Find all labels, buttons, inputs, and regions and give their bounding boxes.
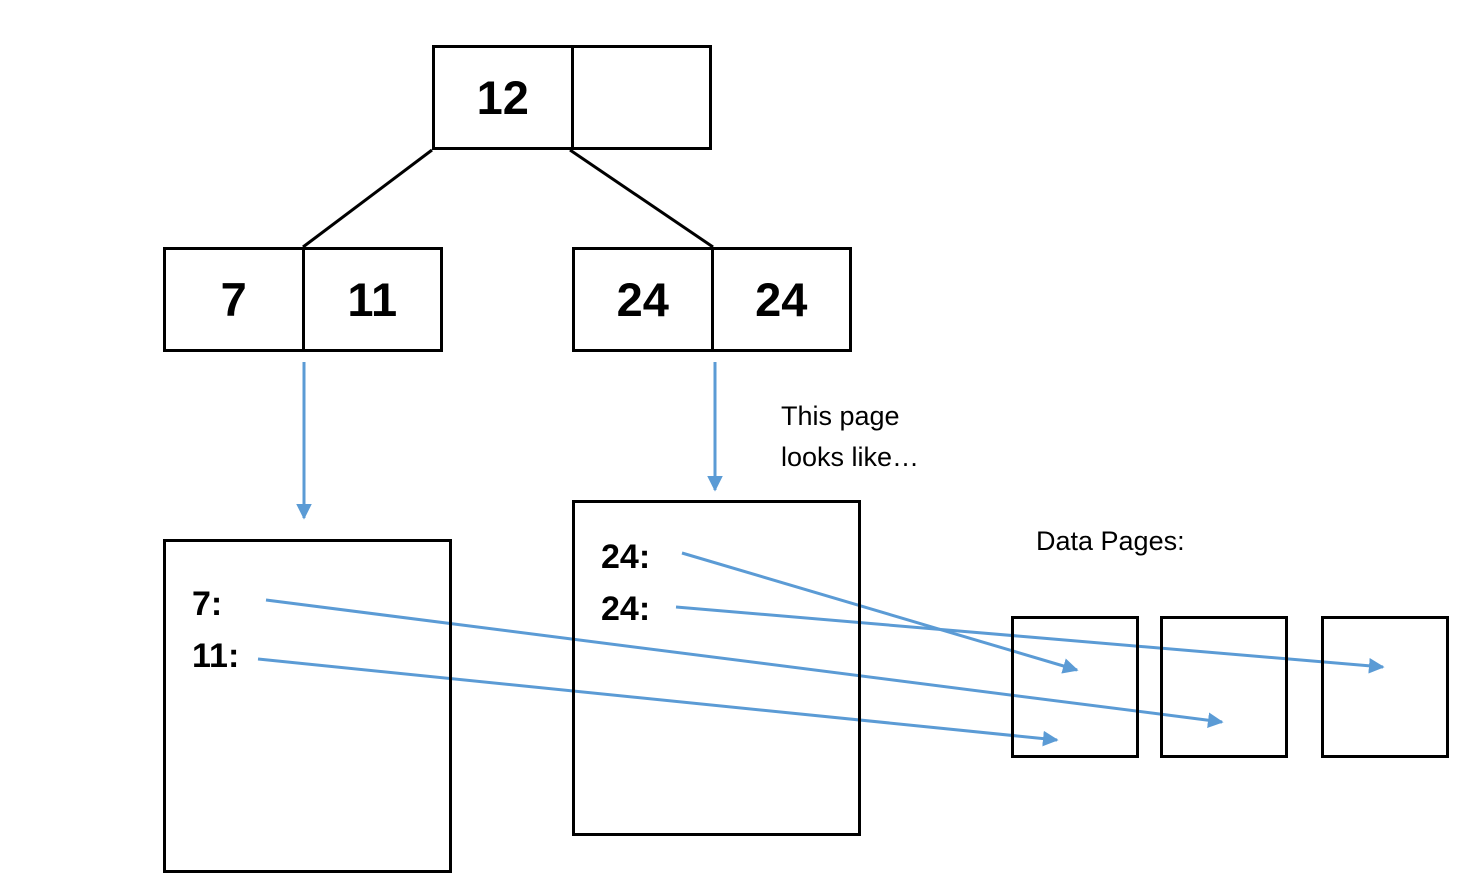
- data-page-3-content: [1324, 619, 1446, 755]
- arrow-entry-24b-to-data-page-3: [675, 605, 1385, 674]
- internal-node-right[interactable]: 24 24: [572, 247, 852, 352]
- leaf-entry-24-b[interactable]: 24:: [601, 590, 651, 628]
- internal-node-left-cell-0[interactable]: 7: [166, 250, 305, 349]
- leaf-entry-11[interactable]: 11:: [192, 637, 240, 675]
- internal-node-right-cell-1[interactable]: 24: [755, 273, 808, 326]
- arrow-entry-7-to-data-page-2: [265, 598, 1224, 728]
- annotation-this-page-looks-like: This page looks like…: [781, 401, 920, 472]
- tree-edge-root-right: [569, 148, 714, 249]
- tree-edge-root-left: [302, 148, 433, 249]
- data-page-1-content: [1014, 619, 1136, 755]
- internal-node-left[interactable]: 7 11: [163, 247, 443, 352]
- leaf-entry-24-a[interactable]: 24:: [601, 538, 651, 576]
- leaf-page-left[interactable]: [163, 539, 452, 873]
- leaf-page-left-entries: 7: 11:: [192, 578, 239, 682]
- internal-node-right-cell-0[interactable]: 24: [575, 250, 714, 349]
- data-page-3[interactable]: [1321, 616, 1449, 758]
- arrow-entry-11-to-data-page-1: [257, 657, 1059, 747]
- leaf-entry-7[interactable]: 7:: [192, 585, 223, 623]
- root-node-cell-1[interactable]: [574, 48, 710, 147]
- internal-node-left-cell-1[interactable]: 11: [347, 273, 398, 326]
- data-page-1[interactable]: [1011, 616, 1139, 758]
- root-node-cell-0[interactable]: 12: [435, 48, 574, 147]
- data-pages-label: Data Pages:: [1036, 526, 1185, 556]
- leaf-page-middle-entries: 24: 24:: [601, 531, 650, 635]
- data-page-2[interactable]: [1160, 616, 1288, 758]
- leaf-page-middle[interactable]: [572, 500, 861, 836]
- data-page-2-content: [1163, 619, 1285, 755]
- root-node[interactable]: 12: [432, 45, 712, 150]
